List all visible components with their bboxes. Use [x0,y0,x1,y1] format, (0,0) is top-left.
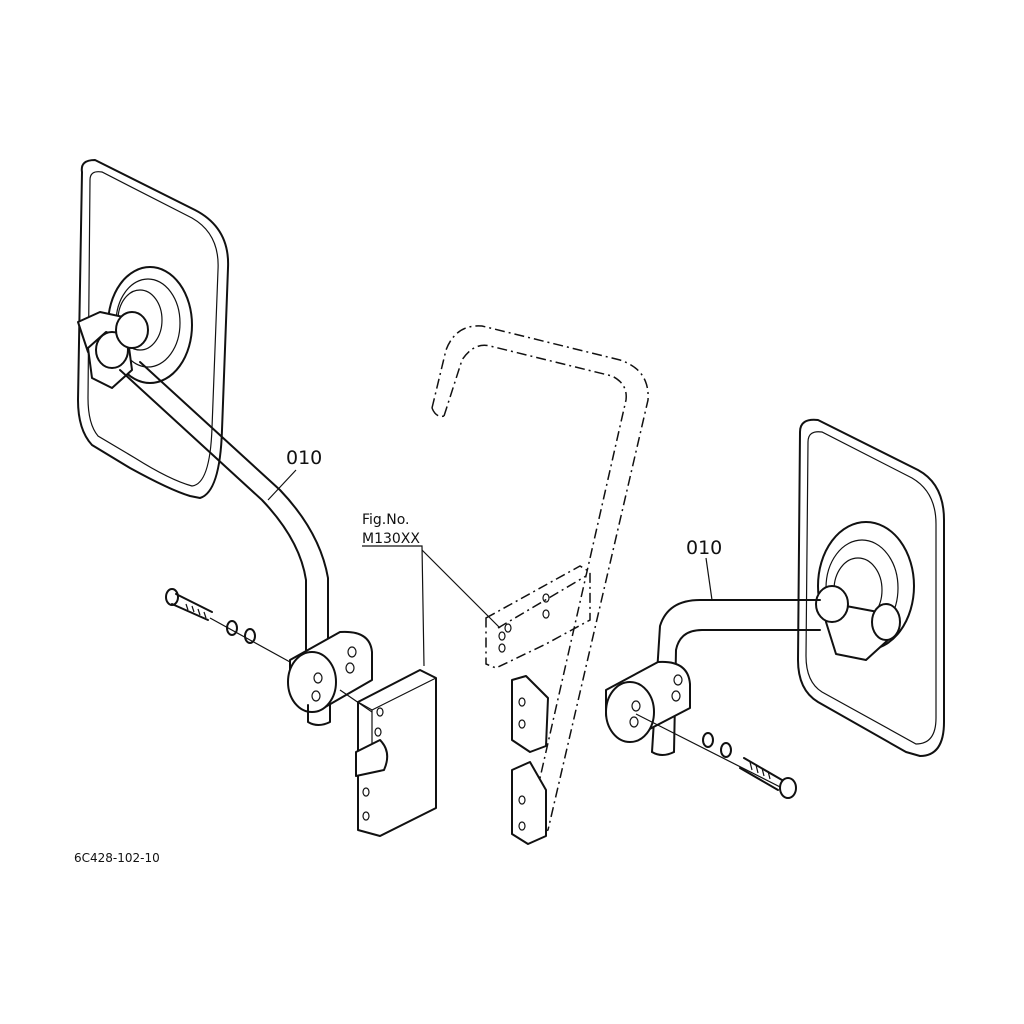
figure-reference-number: M130XX [362,531,420,547]
cab-frame-reference [431,325,649,845]
drawing-code: 6C428-102-10 [74,851,160,865]
callout-010-right: 010 [686,537,722,559]
callout-010-left: 010 [286,447,322,469]
callout-leaders [267,469,713,667]
figure-reference-label: Fig.No. [362,512,410,528]
right-mirror-assembly [605,418,945,799]
left-mirror-assembly [77,159,437,837]
